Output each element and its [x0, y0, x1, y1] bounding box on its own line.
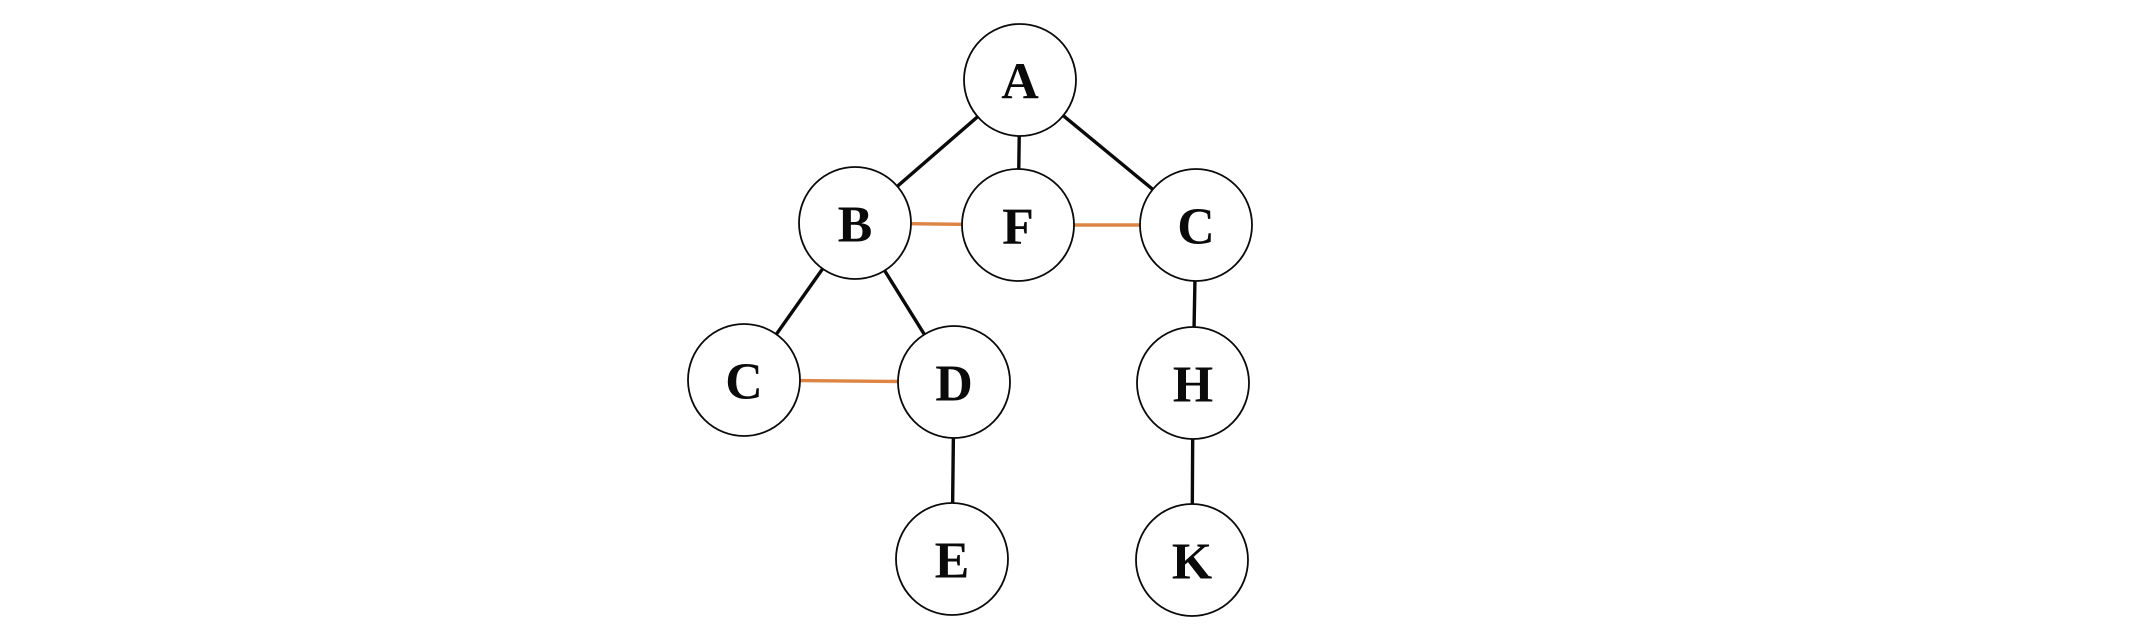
node-C1: C	[687, 323, 801, 437]
node-A-circle	[963, 23, 1077, 137]
node-F: F	[961, 168, 1075, 282]
node-F-label: F	[1002, 198, 1034, 255]
node-D-label: D	[935, 355, 973, 412]
node-C1-label: C	[725, 353, 763, 410]
node-K-circle	[1135, 503, 1249, 617]
node-D-circle	[897, 325, 1011, 439]
node-E: E	[895, 502, 1009, 616]
node-F-circle	[961, 168, 1075, 282]
node-A: A	[963, 23, 1077, 137]
node-B: B	[798, 166, 912, 280]
node-D: D	[897, 325, 1011, 439]
node-C2: C	[1139, 168, 1253, 282]
node-K: K	[1135, 503, 1249, 617]
node-C2-label: C	[1177, 198, 1215, 255]
node-B-label: B	[838, 196, 873, 253]
node-H: H	[1136, 326, 1250, 440]
node-E-label: E	[935, 532, 970, 589]
node-H-circle	[1136, 326, 1250, 440]
node-K-label: K	[1172, 533, 1213, 590]
node-H-label: H	[1173, 356, 1213, 413]
node-E-circle	[895, 502, 1009, 616]
node-C2-circle	[1139, 168, 1253, 282]
node-B-circle	[798, 166, 912, 280]
node-A-label: A	[1001, 53, 1039, 110]
node-C1-circle	[687, 323, 801, 437]
